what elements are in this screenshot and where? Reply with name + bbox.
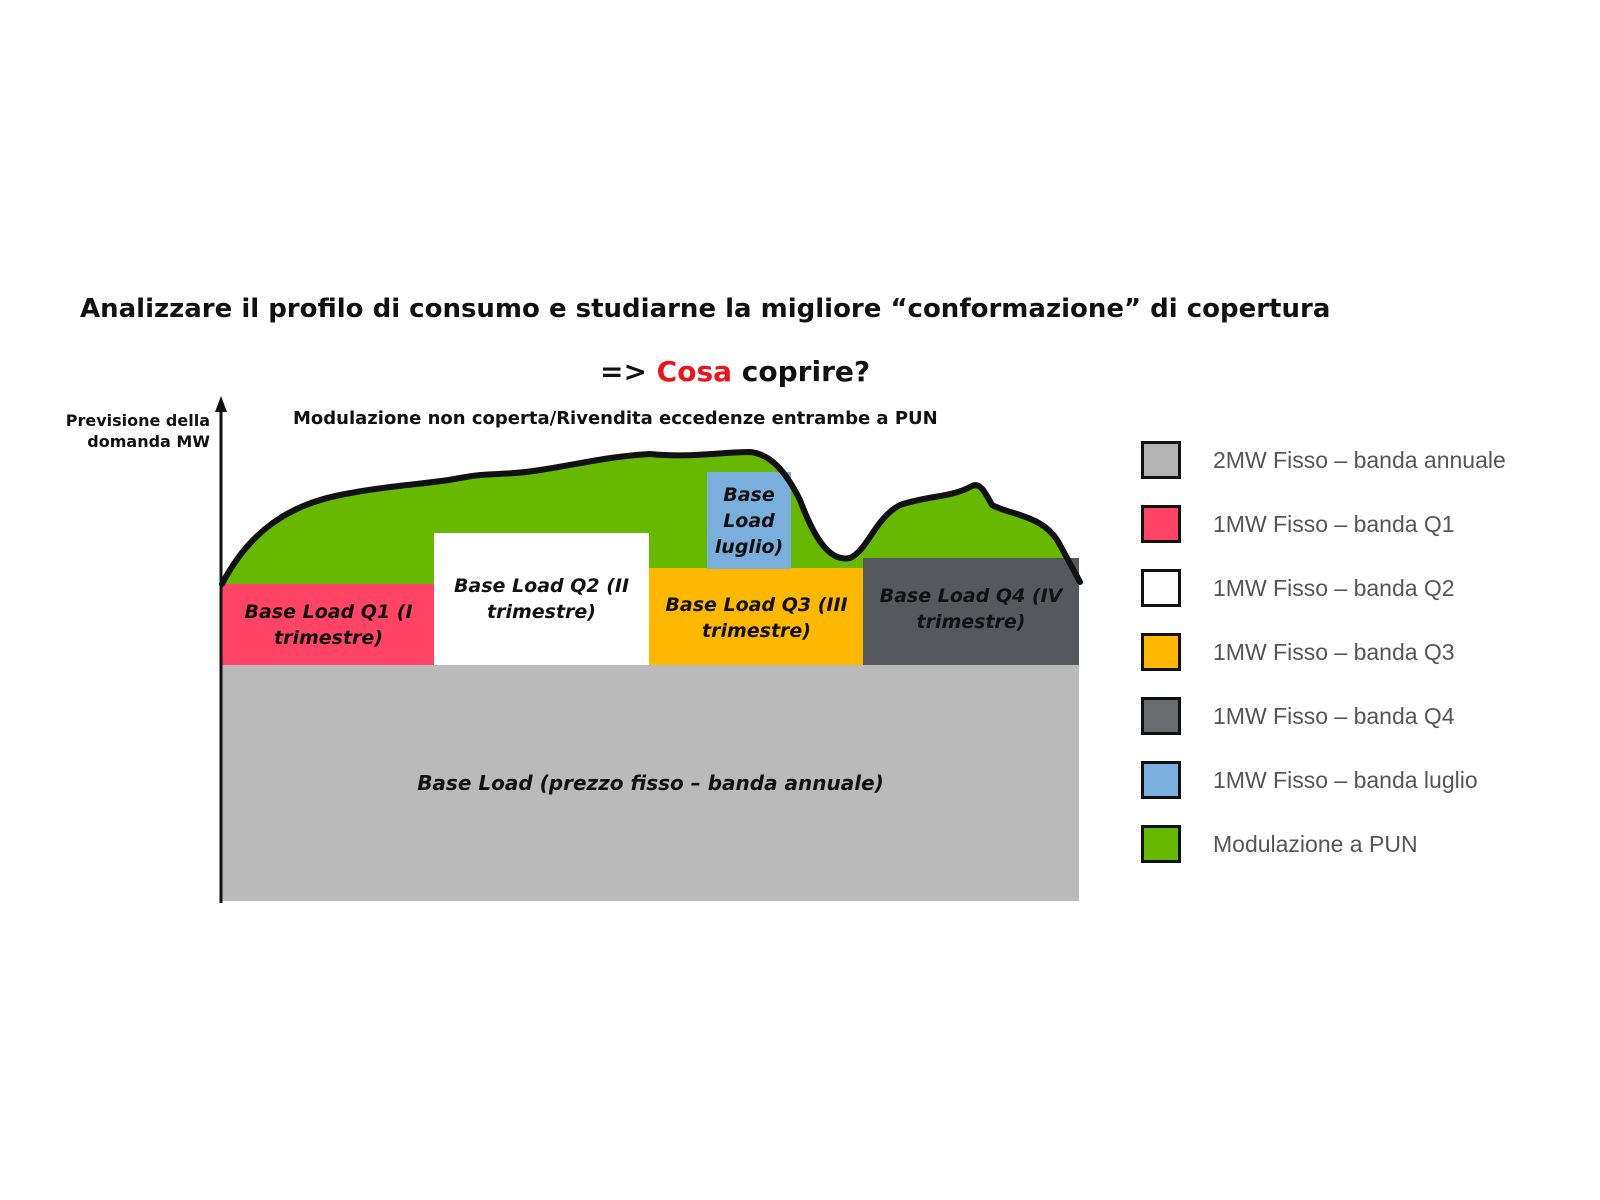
- q4-band-label: Base Load Q4 (IV trimestre): [879, 585, 1063, 633]
- july-band-label: Base Load luglio): [714, 483, 784, 558]
- legend-swatch: [1141, 505, 1181, 543]
- question-highlight: Cosa: [656, 355, 733, 388]
- legend-label: 2MW Fisso – banda annuale: [1213, 446, 1506, 473]
- legend-swatch: [1141, 569, 1181, 607]
- legend-label: 1MW Fisso – banda Q4: [1213, 702, 1455, 729]
- legend-item: 1MW Fisso – banda luglio: [1141, 748, 1581, 812]
- q1-band-label: Base Load Q1 (I trimestre): [244, 600, 413, 649]
- q1-band-block: [222, 584, 435, 665]
- y-axis-arrow-icon: [215, 396, 227, 412]
- legend-swatch: [1141, 441, 1181, 479]
- annual-band-block: [222, 664, 1079, 901]
- q2-band-label: Base Load Q2 (II trimestre): [453, 575, 630, 623]
- legend-item: 1MW Fisso – banda Q4: [1141, 684, 1581, 748]
- q4-band-block: [863, 558, 1079, 665]
- legend: 2MW Fisso – banda annuale 1MW Fisso – ban…: [1141, 428, 1581, 876]
- legend-item: Modulazione a PUN: [1141, 812, 1581, 876]
- page-title: Analizzare il profilo di consumo e studi…: [80, 294, 1331, 324]
- legend-item: 2MW Fisso – banda annuale: [1141, 428, 1581, 492]
- july-band-block: [707, 472, 791, 569]
- legend-item: 1MW Fisso – banda Q2: [1141, 556, 1581, 620]
- legend-swatch: [1141, 697, 1181, 735]
- legend-swatch: [1141, 633, 1181, 671]
- legend-swatch: [1141, 825, 1181, 863]
- legend-swatch: [1141, 761, 1181, 799]
- legend-item: 1MW Fisso – banda Q1: [1141, 492, 1581, 556]
- y-axis-label: Previsione della domanda MW: [55, 410, 210, 452]
- uncovered-modulation-note: Modulazione non coperta/Rivendita eccede…: [293, 408, 938, 429]
- y-axis-label-line-1: Previsione della: [65, 411, 210, 430]
- q3-band-block: [649, 568, 864, 665]
- legend-label: 1MW Fisso – banda luglio: [1213, 766, 1478, 793]
- q2-band-block: [434, 533, 649, 665]
- legend-label: 1MW Fisso – banda Q1: [1213, 510, 1455, 537]
- annual-band-label: Base Load (prezzo fisso – banda annuale): [417, 770, 884, 795]
- question-suffix: coprire?: [732, 355, 871, 388]
- q3-band-label: Base Load Q3 (III trimestre): [665, 594, 848, 642]
- legend-item: 1MW Fisso – banda Q3: [1141, 620, 1581, 684]
- question-prefix: =>: [600, 355, 657, 388]
- y-axis-label-line-2: domanda MW: [87, 432, 210, 451]
- legend-label: 1MW Fisso – banda Q2: [1213, 574, 1455, 601]
- legend-label: 1MW Fisso – banda Q3: [1213, 638, 1455, 665]
- demand-profile-line: [219, 449, 1083, 587]
- legend-label: Modulazione a PUN: [1213, 830, 1418, 857]
- question-subtitle: => Cosa coprire?: [600, 355, 880, 388]
